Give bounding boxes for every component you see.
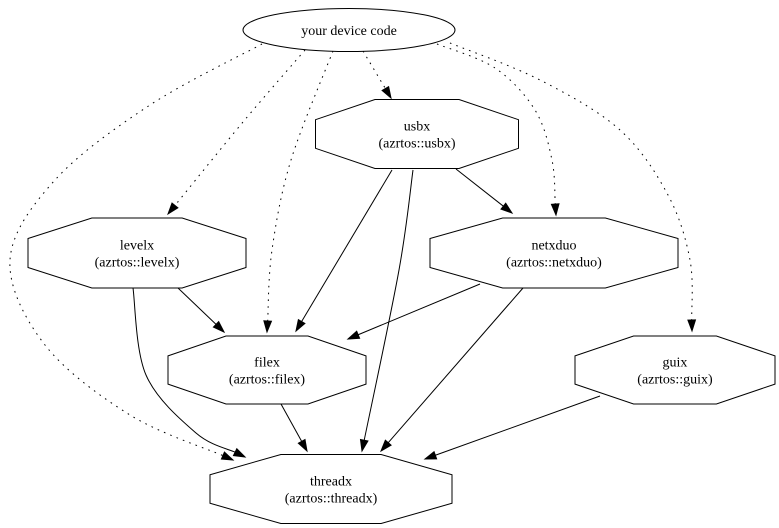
node-label-guix-line1: guix: [663, 356, 688, 371]
node-label-netxduo-line2: (azrtos::netxduo): [506, 256, 602, 271]
node-filex: filex(azrtos::filex): [167, 335, 367, 405]
arrowhead-icon: [423, 450, 438, 460]
edge-line-dotted: [267, 50, 334, 322]
edge-device-guix: [449, 42, 697, 333]
node-shape-ellipse: [242, 8, 456, 52]
node-device: your device code: [242, 8, 456, 52]
arrowhead-icon: [167, 202, 179, 216]
node-usbx: usbx(azrtos::usbx): [315, 99, 519, 169]
edge-levelx-threadx: [132, 287, 247, 458]
edge-line-solid: [177, 287, 217, 325]
arrowhead-icon: [550, 203, 560, 217]
arrowhead-icon: [263, 320, 273, 334]
edge-levelx-filex: [177, 287, 226, 334]
node-shape-octagon: [167, 335, 367, 405]
edge-line-solid: [363, 169, 414, 441]
edge-line-solid: [435, 395, 601, 456]
arrowhead-icon: [359, 438, 369, 453]
edge-netxduo-threadx: [379, 287, 524, 453]
arrowhead-icon: [379, 439, 392, 453]
edges-layer: [9, 42, 697, 461]
edge-usbx-netxduo: [455, 168, 514, 214]
node-shape-octagon: [574, 335, 776, 405]
node-label-netxduo-line1: netxduo: [531, 239, 576, 254]
node-shape-octagon: [429, 217, 679, 289]
node-label-filex-line1: filex: [254, 356, 280, 371]
arrowhead-icon: [212, 320, 226, 334]
arrowhead-icon: [297, 438, 308, 453]
nodes-layer: your device codeusbx(azrtos::usbx)levelx…: [27, 8, 776, 524]
node-label-usbx-line2: (azrtos::usbx): [379, 137, 456, 152]
node-label-threadx-line1: threadx: [310, 475, 352, 490]
edge-filex-threadx: [280, 403, 308, 453]
node-levelx: levelx(azrtos::levelx): [27, 217, 247, 289]
edge-line-solid: [132, 287, 236, 453]
node-netxduo: netxduo(azrtos::netxduo): [429, 217, 679, 289]
node-label-filex-line2: (azrtos::filex): [229, 373, 306, 388]
arrowhead-icon: [295, 318, 306, 333]
edge-line-solid: [455, 168, 504, 207]
edge-netxduo-filex: [346, 283, 481, 340]
node-shape-octagon: [209, 454, 453, 524]
edge-guix-threadx: [423, 395, 601, 460]
arrowhead-icon: [687, 319, 697, 333]
edge-device-netxduo: [436, 43, 560, 217]
edge-line-solid: [280, 403, 303, 442]
node-threadx: threadx(azrtos::threadx): [209, 454, 453, 524]
edge-usbx-threadx: [359, 169, 414, 453]
edge-usbx-filex: [295, 169, 393, 333]
arrowhead-icon: [381, 85, 392, 100]
node-shape-octagon: [27, 217, 247, 289]
edge-device-usbx: [362, 50, 392, 100]
node-guix: guix(azrtos::guix): [574, 335, 776, 405]
node-label-levelx-line1: levelx: [120, 239, 154, 254]
arrowhead-icon: [346, 330, 361, 340]
edge-line-solid: [301, 169, 393, 322]
node-label-guix-line2: (azrtos::guix): [637, 373, 713, 388]
node-label-device-line1: your device code: [301, 24, 397, 39]
node-shape-octagon: [315, 99, 519, 169]
arrowhead-icon: [500, 202, 514, 214]
node-label-levelx-line2: (azrtos::levelx): [95, 256, 180, 271]
edge-device-filex: [263, 50, 334, 334]
arrowhead-icon: [220, 451, 235, 461]
edge-device-threadx: [9, 43, 263, 461]
node-label-usbx-line1: usbx: [404, 120, 430, 135]
edge-line-dotted: [362, 50, 386, 89]
arrowhead-icon: [232, 447, 247, 458]
edge-device-levelx: [167, 49, 306, 216]
edge-line-dotted: [174, 49, 306, 206]
edge-line-solid: [387, 287, 524, 444]
edge-line-solid: [357, 283, 481, 336]
edge-line-dotted: [449, 42, 693, 321]
node-label-threadx-line2: (azrtos::threadx): [285, 492, 378, 507]
